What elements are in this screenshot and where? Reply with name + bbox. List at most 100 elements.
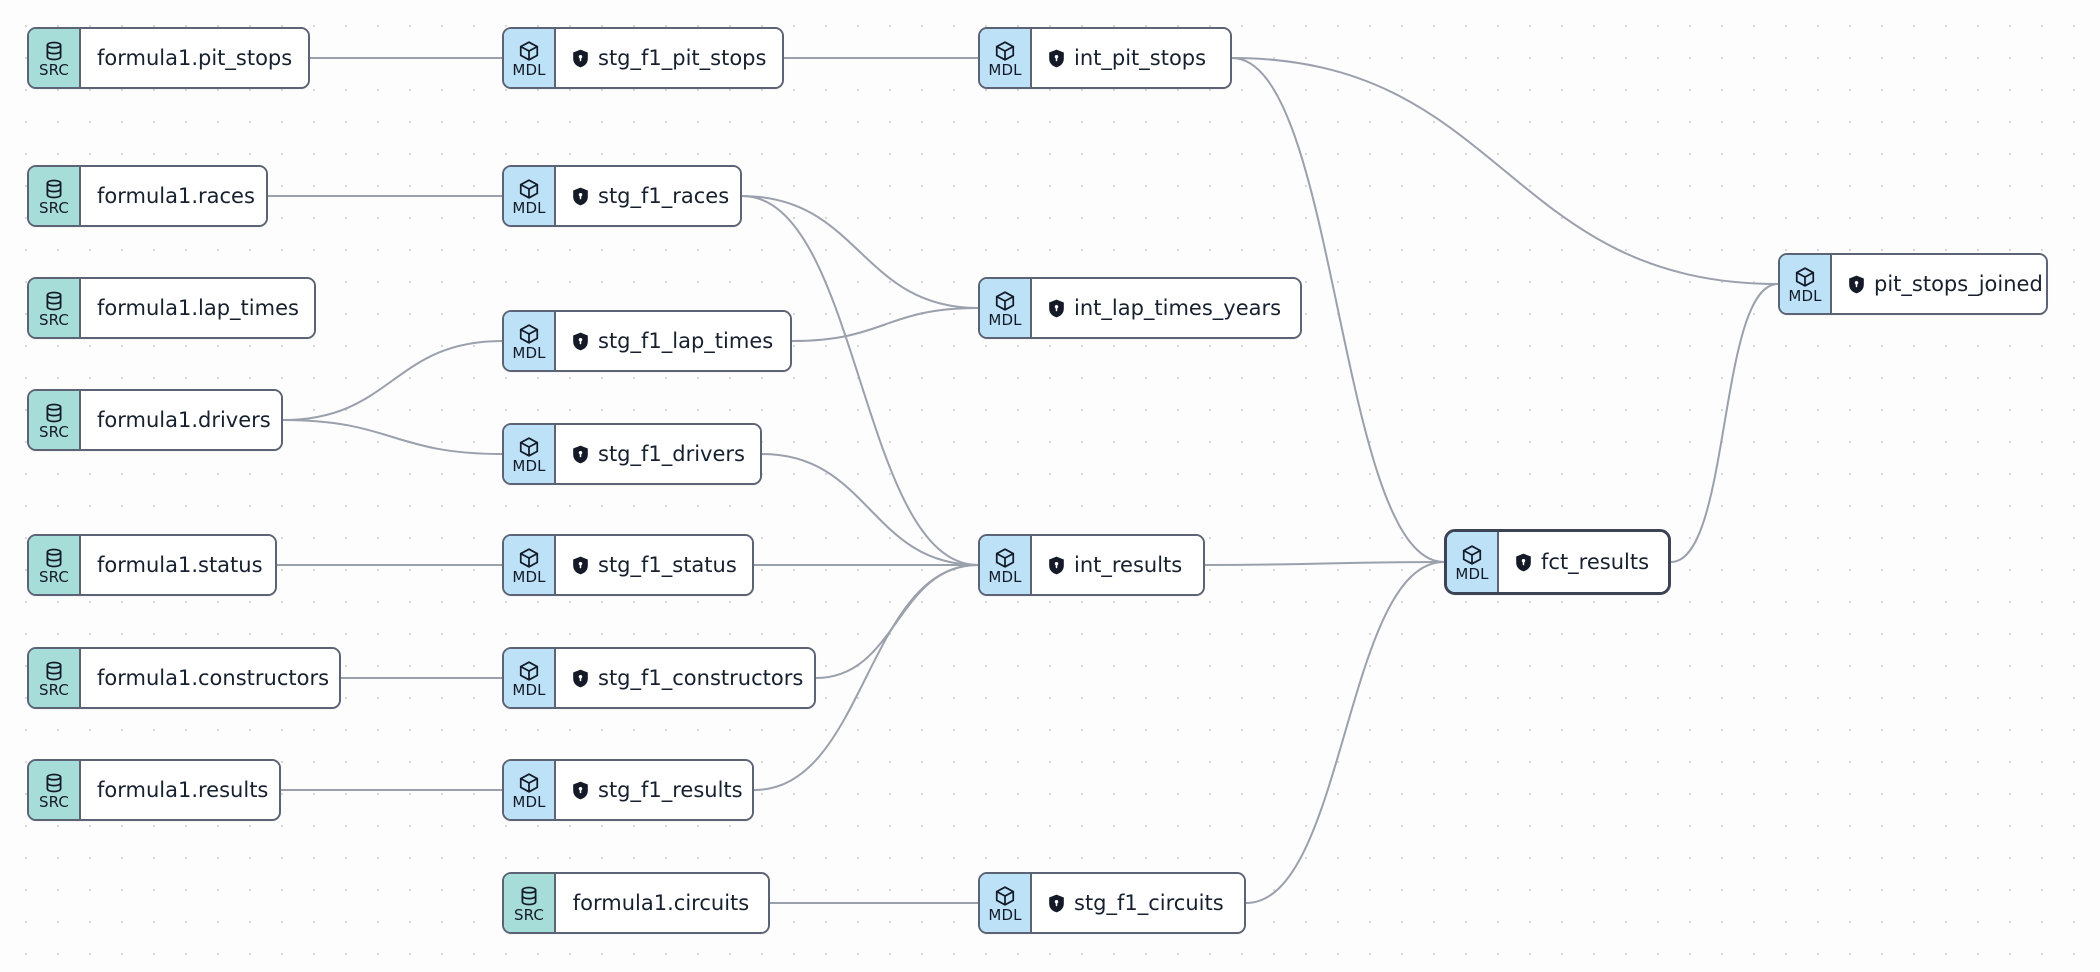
- node-body: stg_f1_status: [556, 536, 752, 594]
- node-body: int_results: [1032, 536, 1203, 594]
- cube-icon: [994, 547, 1016, 569]
- shield-icon: [572, 332, 589, 351]
- node-label: formula1.constructors: [97, 665, 330, 690]
- badge-label: SRC: [39, 310, 69, 329]
- badge-label: SRC: [39, 60, 69, 79]
- edge-stg_circuits-to-fct_results: [1245, 561, 1445, 904]
- source-badge: SRC: [29, 761, 81, 819]
- cube-icon: [994, 40, 1016, 62]
- graph-node-src_pit_stops[interactable]: SRC formula1.pit_stops: [27, 27, 310, 89]
- node-label: formula1.pit_stops: [97, 45, 293, 70]
- node-body: formula1.drivers: [81, 391, 281, 449]
- shield-icon: [572, 187, 589, 206]
- badge-label: MDL: [988, 905, 1022, 924]
- node-body: stg_f1_lap_times: [556, 312, 790, 370]
- graph-node-stg_results[interactable]: MDL stg_f1_results: [502, 759, 754, 821]
- badge-label: SRC: [39, 792, 69, 811]
- database-icon: [43, 660, 65, 682]
- node-body: formula1.lap_times: [81, 279, 314, 337]
- node-label: stg_f1_pit_stops: [598, 45, 767, 70]
- model-badge: MDL: [980, 874, 1032, 932]
- shield-icon: [572, 445, 589, 464]
- node-label: stg_f1_results: [598, 777, 743, 802]
- badge-label: SRC: [39, 567, 69, 586]
- node-body: formula1.circuits: [556, 874, 768, 932]
- node-body: formula1.status: [81, 536, 275, 594]
- node-body: formula1.pit_stops: [81, 29, 308, 87]
- source-badge: SRC: [29, 29, 81, 87]
- cube-icon: [1794, 266, 1816, 288]
- shield-icon: [572, 781, 589, 800]
- node-label: formula1.drivers: [97, 407, 271, 432]
- badge-label: MDL: [512, 792, 546, 811]
- edge-int_pit_stops-to-pit_stops_joined: [1231, 57, 1779, 285]
- node-label: stg_f1_constructors: [598, 665, 804, 690]
- cube-icon: [1461, 544, 1483, 566]
- source-badge: SRC: [29, 391, 81, 449]
- graph-node-pit_stops_joined[interactable]: MDL pit_stops_joined: [1778, 253, 2048, 315]
- graph-node-stg_drivers[interactable]: MDL stg_f1_drivers: [502, 423, 762, 485]
- cube-icon: [518, 436, 540, 458]
- graph-node-src_races[interactable]: SRC formula1.races: [27, 165, 268, 227]
- edge-src_drivers-to-stg_lap_times: [282, 340, 503, 421]
- badge-label: SRC: [39, 198, 69, 217]
- graph-node-src_results[interactable]: SRC formula1.results: [27, 759, 281, 821]
- source-badge: SRC: [29, 167, 81, 225]
- badge-label: SRC: [39, 422, 69, 441]
- model-badge: MDL: [980, 279, 1032, 337]
- model-badge: MDL: [504, 312, 556, 370]
- node-label: int_lap_times_years: [1074, 295, 1282, 320]
- node-label: stg_f1_lap_times: [598, 328, 774, 353]
- badge-label: MDL: [1788, 286, 1822, 305]
- edge-stg_races-to-int_lap_times_years: [741, 195, 979, 309]
- graph-node-int_lap_times_years[interactable]: MDL int_lap_times_years: [978, 277, 1302, 339]
- shield-icon: [572, 669, 589, 688]
- graph-node-src_status[interactable]: SRC formula1.status: [27, 534, 277, 596]
- node-label: fct_results: [1541, 549, 1650, 574]
- graph-node-src_lap_times[interactable]: SRC formula1.lap_times: [27, 277, 316, 339]
- node-body: int_pit_stops: [1032, 29, 1230, 87]
- database-icon: [43, 290, 65, 312]
- node-label: formula1.results: [97, 777, 269, 802]
- node-label: formula1.races: [97, 183, 255, 208]
- badge-label: MDL: [512, 456, 546, 475]
- edge-stg_lap_times-to-int_lap_times_years: [791, 307, 979, 342]
- graph-node-src_drivers[interactable]: SRC formula1.drivers: [27, 389, 283, 451]
- shield-icon: [1848, 275, 1865, 294]
- database-icon: [43, 178, 65, 200]
- graph-node-stg_lap_times[interactable]: MDL stg_f1_lap_times: [502, 310, 792, 372]
- node-body: formula1.constructors: [81, 649, 339, 707]
- shield-icon: [1048, 299, 1065, 318]
- node-label: pit_stops_joined: [1874, 271, 2043, 296]
- database-icon: [43, 547, 65, 569]
- node-body: stg_f1_constructors: [556, 649, 814, 707]
- node-body: formula1.races: [81, 167, 266, 225]
- node-body: stg_f1_drivers: [556, 425, 760, 483]
- badge-label: MDL: [512, 680, 546, 699]
- edge-stg_drivers-to-int_results: [761, 453, 979, 566]
- graph-node-stg_constructors[interactable]: MDL stg_f1_constructors: [502, 647, 816, 709]
- cube-icon: [518, 323, 540, 345]
- node-label: formula1.status: [97, 552, 263, 577]
- edge-fct_results-to-pit_stops_joined: [1670, 283, 1779, 563]
- node-label: stg_f1_drivers: [598, 441, 745, 466]
- cube-icon: [518, 772, 540, 794]
- database-icon: [518, 885, 540, 907]
- edge-stg_constructors-to-int_results: [815, 564, 979, 679]
- model-badge: MDL: [1780, 255, 1832, 313]
- shield-icon: [1048, 894, 1065, 913]
- source-badge: SRC: [29, 279, 81, 337]
- badge-label: MDL: [988, 310, 1022, 329]
- edge-stg_races-to-int_results: [741, 195, 979, 566]
- badge-label: MDL: [512, 198, 546, 217]
